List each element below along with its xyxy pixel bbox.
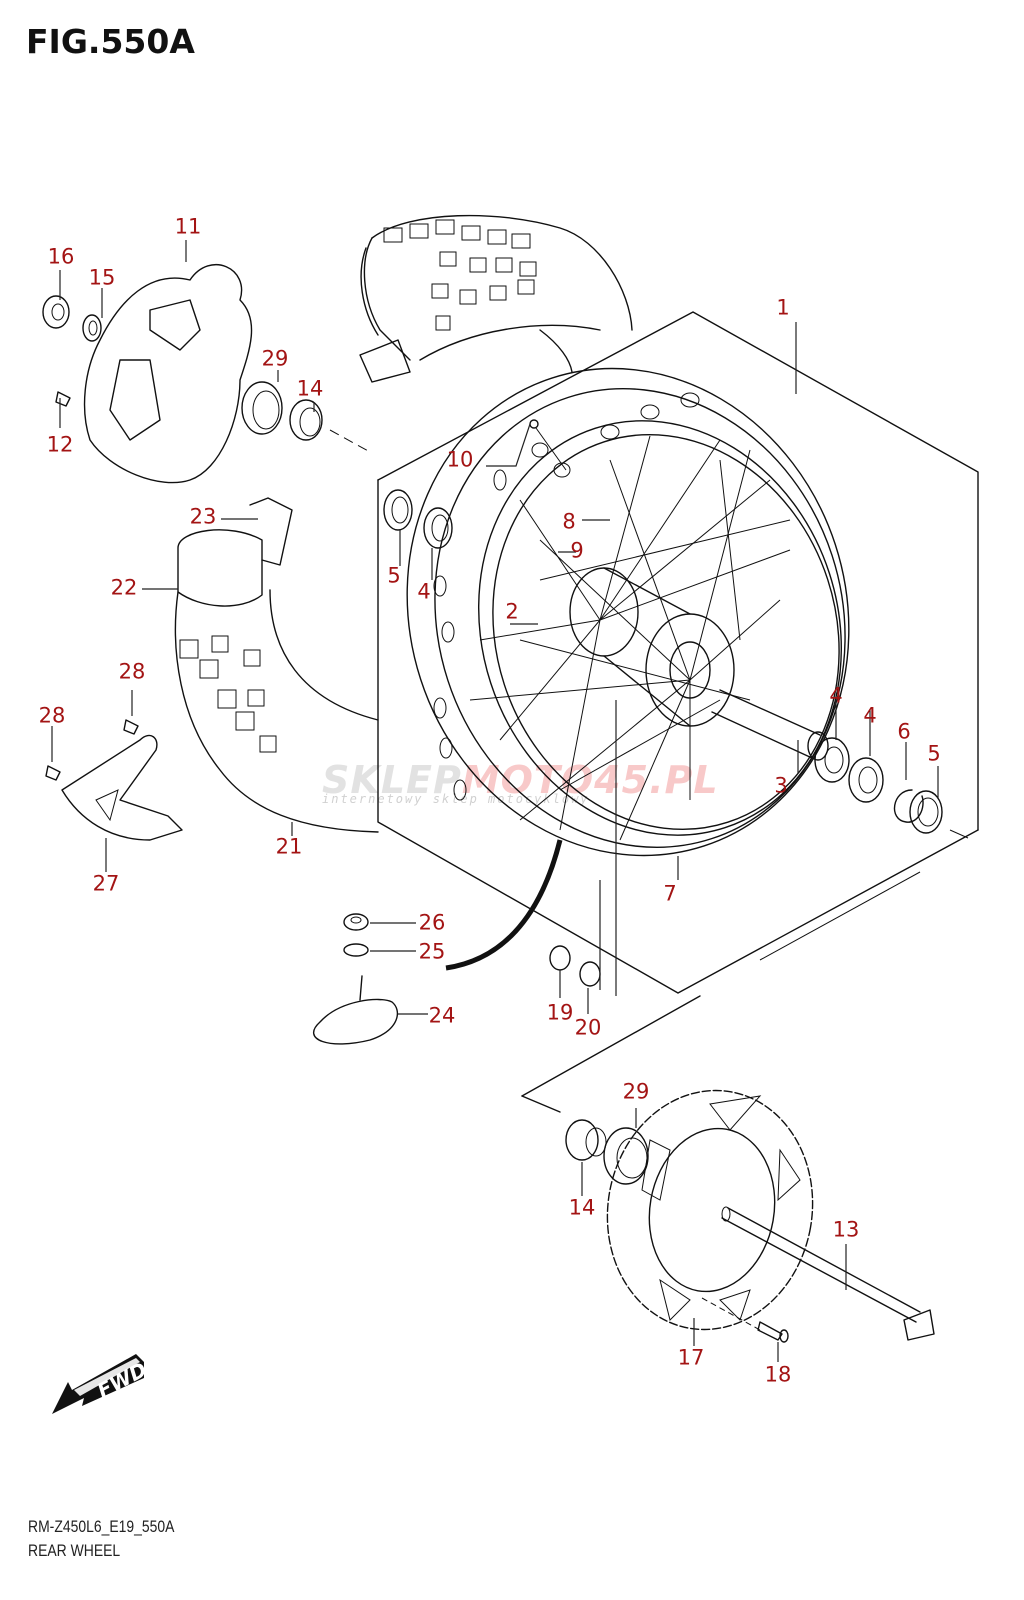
- left-bearings: [383, 489, 453, 549]
- rim-band-strip: [445, 839, 563, 971]
- callout-17[interactable]: 17: [677, 1345, 705, 1370]
- sprocket-bolt: [701, 1297, 789, 1343]
- callout-8[interactable]: 8: [562, 509, 576, 534]
- dust-cover: [241, 381, 283, 435]
- callout-26[interactable]: 26: [418, 910, 446, 935]
- guard-bolt-2: [45, 765, 61, 781]
- callout-7[interactable]: 7: [663, 881, 677, 906]
- disc-guard: [61, 734, 183, 841]
- callout-12[interactable]: 12: [46, 432, 74, 457]
- callout-23[interactable]: 23: [189, 504, 217, 529]
- callout-13[interactable]: 13: [832, 1217, 860, 1242]
- fwd-arrow-icon: FWD: [52, 1354, 151, 1414]
- callout-28a[interactable]: 28: [118, 659, 146, 684]
- callout-19[interactable]: 19: [546, 1000, 574, 1025]
- callout-4b[interactable]: 4: [863, 703, 877, 728]
- rim: [406, 367, 850, 857]
- callout-3[interactable]: 3: [774, 773, 788, 798]
- callout-25[interactable]: 25: [418, 939, 446, 964]
- callout-5b[interactable]: 5: [387, 563, 401, 588]
- callout-27[interactable]: 27: [92, 871, 120, 896]
- spacer: [289, 399, 323, 441]
- leader-lines: [51, 240, 939, 1362]
- fwd-indicator: FWD: [48, 1348, 151, 1422]
- axle-spacer: [711, 689, 829, 761]
- brake-disc: [83, 263, 253, 484]
- watermark-brand-right: MOTO45.PL: [461, 758, 719, 802]
- dust-cover-lower: [603, 1127, 649, 1185]
- figure-name: REAR WHEEL: [28, 1541, 121, 1560]
- callout-4c[interactable]: 4: [417, 579, 431, 604]
- callout-10[interactable]: 10: [446, 447, 474, 472]
- watermark-brand: SKLEPMOTO45.PL: [322, 758, 719, 802]
- watermark-brand-left: SKLEP: [322, 758, 462, 802]
- tire-upper-section: [359, 214, 633, 383]
- axle-nut: [42, 295, 70, 329]
- callout-29a[interactable]: 29: [261, 346, 289, 371]
- callout-21[interactable]: 21: [275, 834, 303, 859]
- sprocket-washer: [579, 961, 601, 987]
- callout-24[interactable]: 24: [428, 1003, 456, 1028]
- right-bearings: [814, 737, 943, 834]
- sprocket: [606, 1089, 814, 1331]
- rim-lock-washer: [343, 943, 369, 957]
- model-code: RM-Z450L6_E19_550A: [28, 1517, 175, 1536]
- disc-bolt: [55, 391, 71, 407]
- figure-title: FIG.550A: [26, 22, 195, 61]
- callout-9[interactable]: 9: [570, 538, 584, 563]
- callout-4a[interactable]: 4: [829, 683, 843, 708]
- callout-11[interactable]: 11: [174, 214, 202, 239]
- callout-1[interactable]: 1: [776, 295, 790, 320]
- washer: [82, 314, 102, 342]
- callout-6[interactable]: 6: [897, 719, 911, 744]
- callout-5a[interactable]: 5: [927, 741, 941, 766]
- assembly-frame: [377, 311, 979, 994]
- lower-axis-line-a: [521, 995, 701, 1097]
- spokes: [469, 435, 791, 841]
- assembly-axis-line: [329, 429, 371, 453]
- sprocket-nut: [549, 945, 571, 971]
- callout-2[interactable]: 2: [505, 599, 519, 624]
- callout-28b[interactable]: 28: [38, 703, 66, 728]
- lower-axis-line-b: [521, 1095, 561, 1113]
- callout-29b[interactable]: 29: [622, 1079, 650, 1104]
- rim-lock: [312, 975, 399, 1045]
- callout-14b[interactable]: 14: [568, 1195, 596, 1220]
- rim-lock-nut: [343, 913, 369, 931]
- spacer-lower: [565, 1119, 607, 1161]
- callout-22[interactable]: 22: [110, 575, 138, 600]
- callout-14a[interactable]: 14: [296, 376, 324, 401]
- lower-axis-line-c: [759, 871, 921, 961]
- callout-16[interactable]: 16: [47, 244, 75, 269]
- callout-15[interactable]: 15: [88, 265, 116, 290]
- guard-bolt: [123, 719, 139, 735]
- callout-20[interactable]: 20: [574, 1015, 602, 1040]
- axle: [721, 1206, 935, 1341]
- watermark-tagline: internetowy sklep motocyklowy: [322, 792, 590, 806]
- tube-and-tire-lower: [174, 497, 379, 833]
- hub: [569, 567, 735, 727]
- callout-18[interactable]: 18: [764, 1362, 792, 1387]
